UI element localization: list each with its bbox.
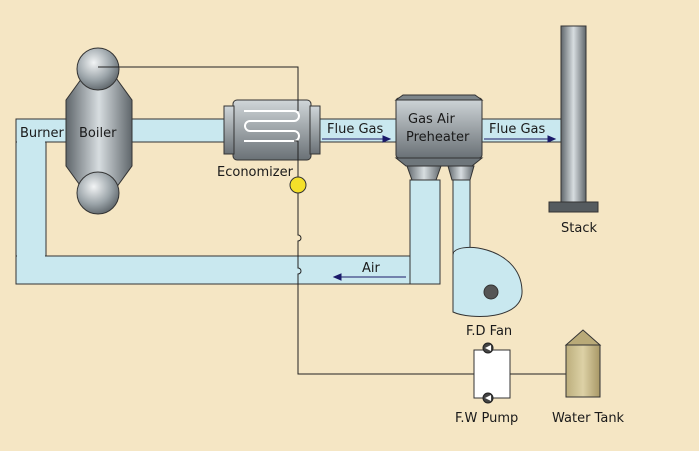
fd-fan-label: F.D Fan (466, 324, 512, 339)
economizer-coil (244, 110, 300, 142)
burner-label: Burner (20, 126, 65, 141)
fan-icon (483, 284, 499, 300)
valve-icon (289, 176, 307, 194)
stack (548, 25, 599, 213)
flow-arrows (322, 135, 557, 281)
water-lines (98, 66, 566, 375)
preheater-label-2: Preheater (406, 130, 470, 145)
mud-drum (76, 171, 120, 215)
flue-gas-label-1: Flue Gas (327, 122, 383, 137)
fw-pump (473, 342, 511, 404)
gas-air-preheater (394, 94, 484, 181)
economizer (223, 99, 321, 161)
fd-fan-casing (452, 246, 523, 317)
preheater-outlet-left (409, 179, 441, 285)
fw-pump-label: F.W Pump (455, 411, 518, 426)
water-tank (564, 329, 602, 398)
flue-gas-label-2: Flue Gas (489, 122, 545, 137)
preheater-label-1: Gas Air (408, 112, 455, 127)
stack-label: Stack (561, 221, 597, 236)
steam-drum (76, 47, 120, 91)
boiler-label: Boiler (79, 126, 117, 141)
pump-icon (473, 349, 511, 399)
air-label: Air (362, 261, 381, 276)
economizer-label: Economizer (217, 165, 294, 180)
water-tank-label: Water Tank (552, 411, 625, 426)
boiler (65, 47, 133, 215)
